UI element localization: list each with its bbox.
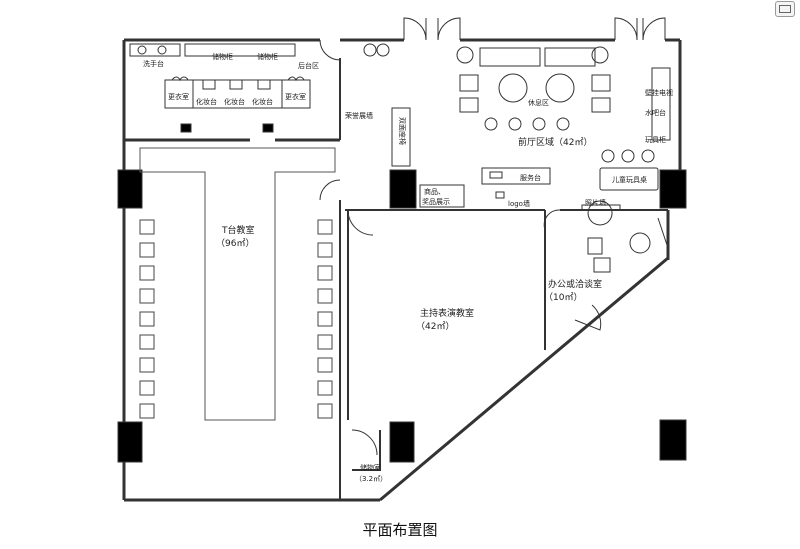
photo-wall (581, 204, 621, 211)
label-photo-wall: 照片墙 (585, 198, 606, 207)
label-wall-tv: 壁挂电视 (645, 88, 673, 97)
column-bar (180, 123, 192, 133)
column (117, 169, 143, 209)
label-office-area: （10㎡） (544, 292, 582, 303)
column-bar (262, 123, 274, 133)
goods-display (419, 184, 465, 208)
wall-diagonal (379, 256, 669, 502)
label-changing-room: 更衣室 (168, 92, 189, 101)
wall-storage (352, 430, 381, 471)
seats-right (317, 219, 333, 419)
label-goods: 奖品展示 (422, 197, 450, 206)
label-backstage: 后台区 (298, 61, 319, 70)
lounge-table (545, 73, 575, 103)
label-storage-cabinet: 储物柜 (257, 52, 278, 61)
label-water-bar: 水吧台 (645, 108, 666, 117)
t-stage (139, 147, 336, 421)
door-swing-host (347, 209, 374, 236)
column (659, 169, 687, 209)
label-makeup: 化妆台 (224, 97, 245, 106)
column (389, 421, 415, 463)
image-icon (775, 1, 795, 17)
door-swing-storage (351, 429, 378, 456)
label-t-room: T台教室 (221, 224, 255, 236)
label-kids-table: 儿童玩具桌 (612, 175, 647, 184)
label-storage-cabinet: 储物柜 (212, 52, 233, 61)
label-makeup: 化妆台 (196, 97, 217, 106)
wash-basin (129, 43, 181, 57)
label-host-room: 主持表演教室 (420, 307, 474, 319)
label-goods: 商品、 (424, 187, 445, 196)
column (659, 419, 687, 461)
plant (591, 46, 609, 64)
label-storage-area: （3.2㎡） (355, 475, 387, 483)
changing-booth-right (281, 76, 311, 109)
double-sofa (391, 107, 411, 167)
label-front-hall: 前厅区域（42㎡） (518, 136, 592, 148)
entrance-door-right (614, 17, 666, 41)
label-changing-room: 更衣室 (285, 92, 306, 101)
door-swing-diagonal (574, 304, 602, 331)
lounge-table (498, 73, 528, 103)
lounge-sofa (479, 47, 596, 67)
kids-table (599, 167, 659, 191)
door-swing-east (657, 217, 669, 249)
wall-north-left (122, 38, 320, 500)
door-swing-office (543, 209, 561, 231)
label-toy-cabinet: 玩具柜 (645, 135, 666, 144)
label-makeup: 化妆台 (252, 97, 273, 106)
wall-east (666, 40, 682, 260)
label-office: 办公或洽谈室 (548, 278, 602, 290)
plan-caption: 平面布置图 (362, 521, 438, 539)
label-double-sofa: 双面座椅 (398, 117, 407, 145)
door-swing-backstage (319, 39, 341, 61)
changing-booth-left (164, 76, 194, 109)
service-desk (481, 167, 551, 185)
entrance-door-left (403, 17, 461, 41)
door-swing-t-room (319, 179, 341, 201)
office-table (587, 200, 613, 226)
label-host-area: （42㎡） (416, 321, 454, 332)
label-wash-basin: 洗手台 (143, 59, 164, 68)
column (389, 169, 417, 209)
label-lounge: 休息区 (528, 98, 549, 107)
label-logo-wall: logo墙 (508, 199, 530, 208)
column (117, 421, 143, 463)
plant (456, 46, 474, 64)
storage-cabinet (184, 43, 296, 57)
label-storage: 储物室 (360, 463, 381, 472)
wall-tv (651, 67, 671, 141)
label-service-desk: 服务台 (520, 173, 541, 182)
seats-left (139, 219, 155, 419)
label-honor-wall: 荣誉展墙 (345, 111, 373, 120)
label-t-area: （96㎡） (216, 238, 254, 249)
